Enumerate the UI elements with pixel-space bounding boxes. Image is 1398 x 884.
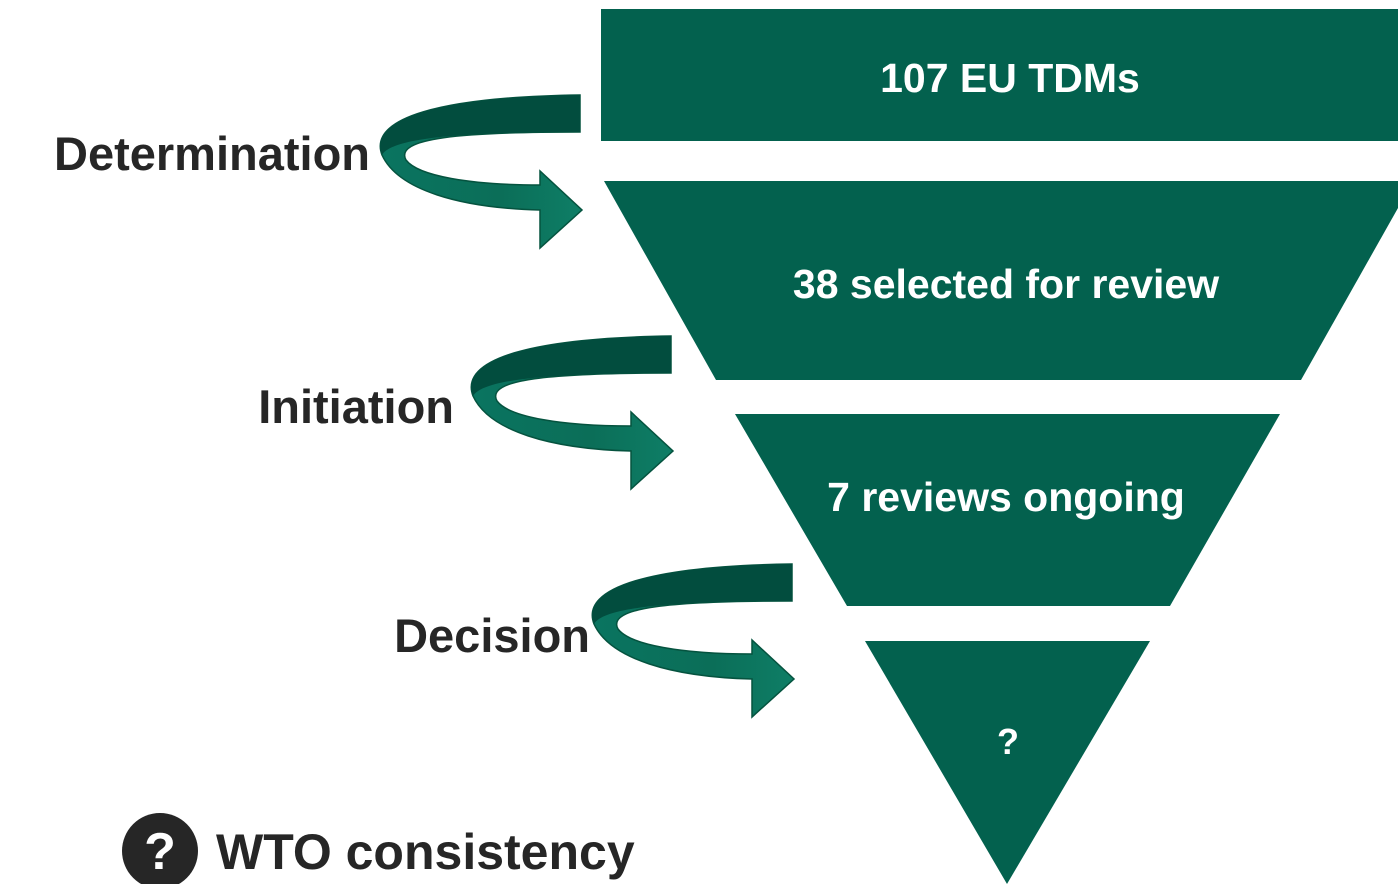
- funnel-stage-4-label: ?: [997, 721, 1019, 762]
- step-label-initiation: Initiation: [258, 380, 454, 433]
- funnel-stage-3: 7 reviews ongoing: [735, 414, 1280, 606]
- funnel-stage-1-label: 107 EU TDMs: [880, 55, 1140, 101]
- step-label-determination: Determination: [54, 127, 370, 180]
- footer-label: WTO consistency: [216, 824, 635, 880]
- funnel-stage-1: 107 EU TDMs: [601, 9, 1398, 141]
- funnel-stage-2-label: 38 selected for review: [793, 261, 1219, 307]
- step-label-decision: Decision: [394, 609, 590, 662]
- funnel-stage-4: ?: [865, 641, 1150, 884]
- question-glyph: ?: [144, 823, 176, 881]
- curved-arrow-icon: [591, 563, 796, 719]
- curved-arrow-icon: [470, 335, 675, 491]
- funnel-stage-2: 38 selected for review: [604, 181, 1398, 380]
- curved-arrow-icon: [379, 94, 584, 250]
- funnel-stage-3-label: 7 reviews ongoing: [827, 474, 1185, 520]
- question-circle-icon: ?: [122, 813, 198, 884]
